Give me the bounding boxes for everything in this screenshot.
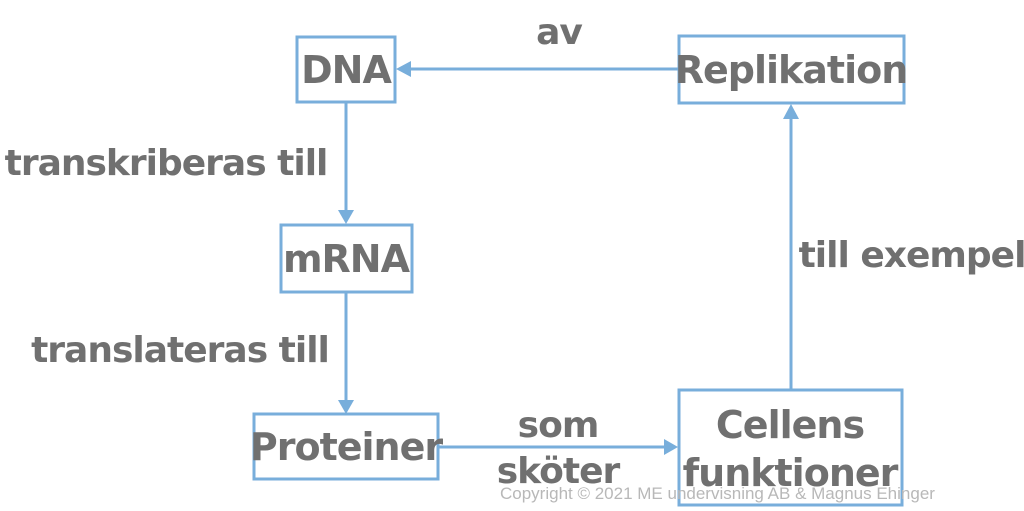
node-mrna-label: mRNA bbox=[283, 237, 411, 281]
edge-replikation-to-dna bbox=[396, 61, 679, 77]
node-mrna-box bbox=[279, 223, 414, 294]
edge-cellens-to-replikation bbox=[783, 104, 799, 390]
node-cellens-label-line1: Cellens bbox=[716, 403, 864, 447]
node-cellens-box bbox=[677, 388, 904, 507]
edge-proteiner-to-cellens bbox=[438, 439, 678, 455]
node-proteiner-box bbox=[252, 412, 440, 481]
node-dna-label: DNA bbox=[301, 48, 392, 92]
node-replikation: Replikation bbox=[675, 34, 908, 105]
edge-dna-to-mrna bbox=[338, 102, 354, 224]
node-dna-box bbox=[295, 35, 397, 104]
edge-label-skoter: sköter bbox=[497, 451, 621, 492]
node-replikation-label: Replikation bbox=[675, 48, 908, 92]
edge-label-translateras: translateras till bbox=[31, 330, 329, 371]
edge-label-till-exempel: till exempel bbox=[799, 235, 1024, 276]
edge-mrna-to-proteiner bbox=[338, 292, 354, 414]
node-mrna: mRNA bbox=[279, 223, 414, 294]
node-proteiner: Proteiner bbox=[250, 412, 444, 481]
node-proteiner-label: Proteiner bbox=[250, 425, 443, 469]
node-replikation-box bbox=[677, 34, 906, 105]
copyright-text: Copyright © 2021 ME undervisning AB & Ma… bbox=[500, 484, 935, 503]
edge-label-transkriberas: transkriberas till bbox=[5, 143, 328, 184]
node-cellens-label-line2: funktioner bbox=[683, 451, 899, 495]
node-cellens-funktioner: Cellens funktioner bbox=[677, 388, 904, 507]
edge-label-som: som bbox=[518, 405, 599, 446]
node-dna: DNA bbox=[295, 35, 397, 104]
edge-label-av: av bbox=[536, 12, 582, 53]
